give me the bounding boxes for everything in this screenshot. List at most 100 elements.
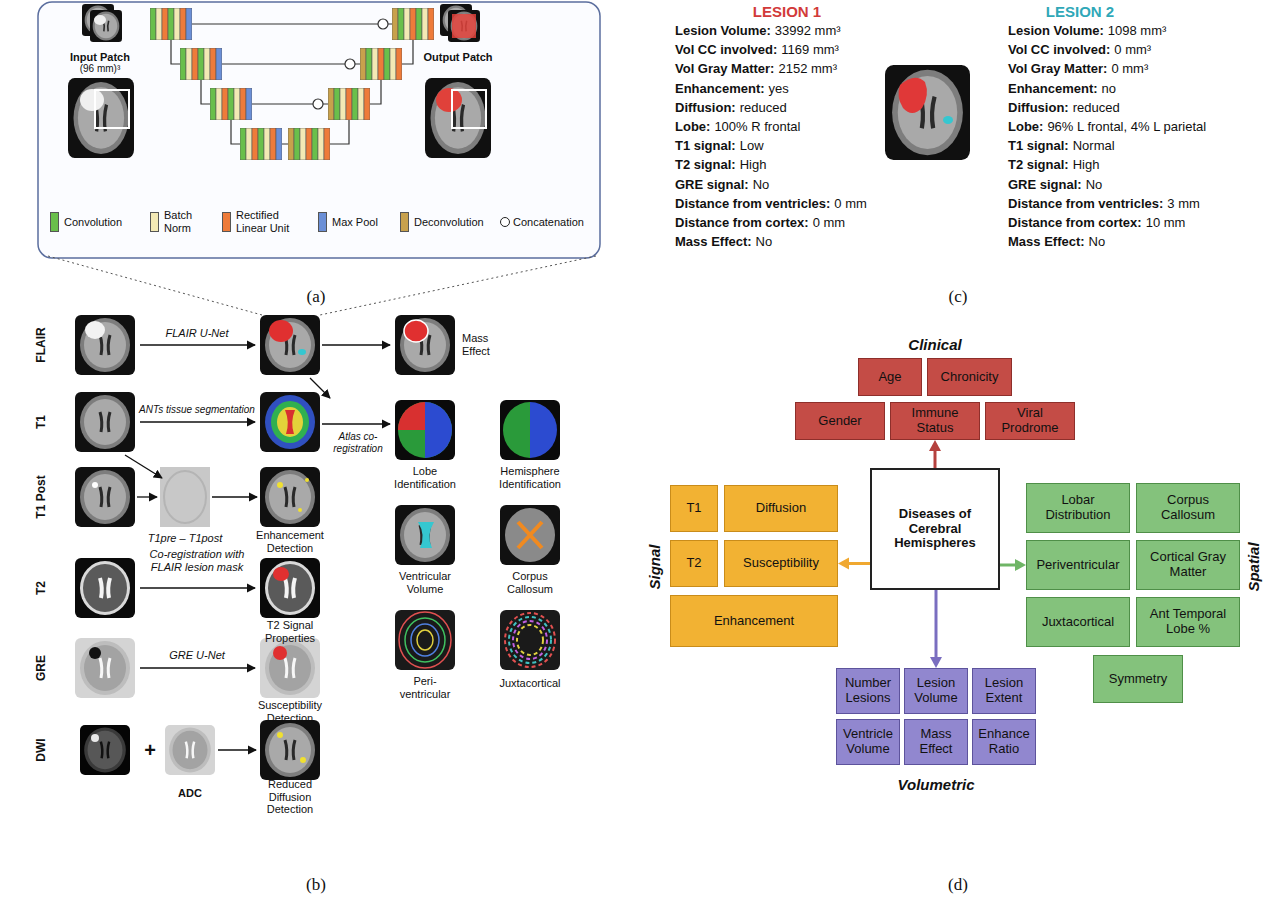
field-name: Mass Effect: [675, 235, 752, 250]
output-caption: Mass Effect [462, 332, 507, 357]
box-text: Periventricular [1036, 558, 1119, 573]
central-box: Diseases of Cerebral Hemispheres [870, 468, 1000, 590]
field-name: Lobe: [1008, 120, 1043, 135]
legend-text: Concatenation [513, 216, 584, 229]
arrow-head [929, 440, 941, 451]
box-text: Susceptibility [743, 556, 819, 571]
sequence-label: T1 Post [35, 475, 49, 518]
field-name: Diffusion: [1008, 100, 1069, 115]
lesion-heading: LESION 2 [1046, 3, 1114, 20]
arrow-head [838, 558, 849, 570]
zoom-lines [48, 256, 596, 315]
box-text: Symmetry [1109, 672, 1168, 687]
sequence-label: GRE [35, 655, 49, 681]
pipeline-arrows [125, 345, 390, 750]
field-name: Vol CC involved: [1008, 43, 1110, 58]
arrow-head [1015, 559, 1026, 571]
field-value: 100% R frontal [714, 120, 800, 135]
field-name: Distance from ventricles: [1008, 196, 1163, 211]
step-label: T1pre – T1post [148, 532, 223, 545]
output-caption: Juxtacortical [499, 677, 560, 690]
field-value: 0 mm [834, 196, 867, 211]
panel-letter: (b) [306, 875, 326, 895]
field-name: Vol Gray Matter: [675, 62, 774, 77]
connector-arrow [838, 558, 870, 570]
field-value: 96% L frontal, 4% L parietal [1047, 120, 1206, 135]
output-caption: Enhancement Detection [250, 529, 330, 554]
field-name: Vol Gray Matter: [1008, 62, 1107, 77]
image-caption: Input Patch [70, 51, 130, 64]
output-caption: Susceptibility Detection [250, 699, 330, 724]
group-heading: Signal [646, 544, 663, 589]
field-value: Normal [1073, 139, 1115, 154]
connector-line [935, 590, 938, 660]
legend-text: Max Pool [332, 216, 378, 229]
field-value: No [1089, 235, 1106, 250]
feature-box: T2 [670, 540, 718, 587]
image-caption: ADC [178, 787, 202, 800]
feature-box: Lesion Extent [972, 668, 1036, 714]
field-value: 2152 mm³ [778, 62, 837, 77]
field-value: reduced [1073, 100, 1120, 115]
pipeline-images [75, 315, 560, 780]
field-value: No [1086, 177, 1103, 192]
feature-box: Diffusion [724, 485, 838, 532]
feature-box: Viral Prodrome [985, 402, 1075, 440]
connector-arrow [1000, 559, 1026, 571]
step-label: ANTs tissue segmentation [139, 404, 255, 416]
feature-box: Number Lesions [836, 668, 900, 714]
step-label: Atlas co-registration [324, 431, 392, 454]
output-caption: Peri-ventricular [395, 675, 455, 700]
group-heading: Volumetric [898, 776, 975, 793]
field-name: Distance from cortex: [675, 216, 809, 231]
field-value: No [753, 177, 770, 192]
connector-arrow [929, 440, 941, 468]
box-text: Diseases of Cerebral Hemispheres [875, 507, 995, 552]
field-name: T2 signal: [1008, 158, 1069, 173]
feature-box: Symmetry [1093, 655, 1183, 703]
feature-box: Cortical Gray Matter [1136, 540, 1240, 590]
output-caption: Lobe Identification [385, 465, 465, 490]
feature-box: Chronicity [927, 358, 1012, 396]
connector-line [846, 562, 870, 565]
field-value: reduced [740, 100, 787, 115]
arrow-head [930, 657, 942, 668]
group-heading: Spatial [1245, 542, 1262, 591]
group-heading: Clinical [908, 336, 961, 353]
box-text: Gender [818, 414, 861, 429]
box-text: Diffusion [756, 501, 806, 516]
panel-letter: (a) [307, 287, 326, 307]
panel-letter: (c) [949, 287, 968, 307]
feature-box: Lesion Volume [904, 668, 968, 714]
box-text: T2 [686, 556, 701, 571]
output-caption: T2 Signal Properties [255, 619, 325, 644]
sequence-label: T1 [35, 415, 49, 429]
feature-box: Juxtacortical [1026, 597, 1130, 647]
box-text: Enhancement [714, 614, 794, 629]
legend-text: Batch Norm [164, 209, 204, 234]
field-name: T1 signal: [1008, 139, 1069, 154]
feature-box: Gender [795, 402, 885, 440]
field-name: Enhancement: [1008, 81, 1098, 96]
legend-swatch [222, 212, 231, 232]
box-text: Ventricle Volume [840, 727, 896, 757]
box-text: Enhance Ratio [976, 727, 1032, 757]
feature-box: Ant Temporal Lobe % [1136, 597, 1240, 647]
panel-letter: (d) [948, 875, 968, 895]
field-value: 0 mm³ [1114, 43, 1151, 58]
field-value: 3 mm [1167, 196, 1200, 211]
image-caption: Output Patch [423, 51, 492, 64]
field-value: 10 mm [1146, 216, 1186, 231]
lesion-brain [885, 65, 970, 160]
step-label: FLAIR U-Net [166, 327, 229, 340]
sequence-label: T2 [35, 581, 49, 595]
sequence-label: FLAIR [35, 327, 49, 362]
output-caption: Hemisphere Identification [490, 465, 570, 490]
box-text: Lesion Volume [908, 676, 964, 706]
field-value: 0 mm³ [1111, 62, 1148, 77]
feature-box: Susceptibility [724, 540, 838, 587]
legend-swatch [50, 212, 59, 232]
step-label: Co-registration with FLAIR lesion mask [138, 548, 256, 573]
field-value: 33992 mm³ [775, 24, 841, 39]
